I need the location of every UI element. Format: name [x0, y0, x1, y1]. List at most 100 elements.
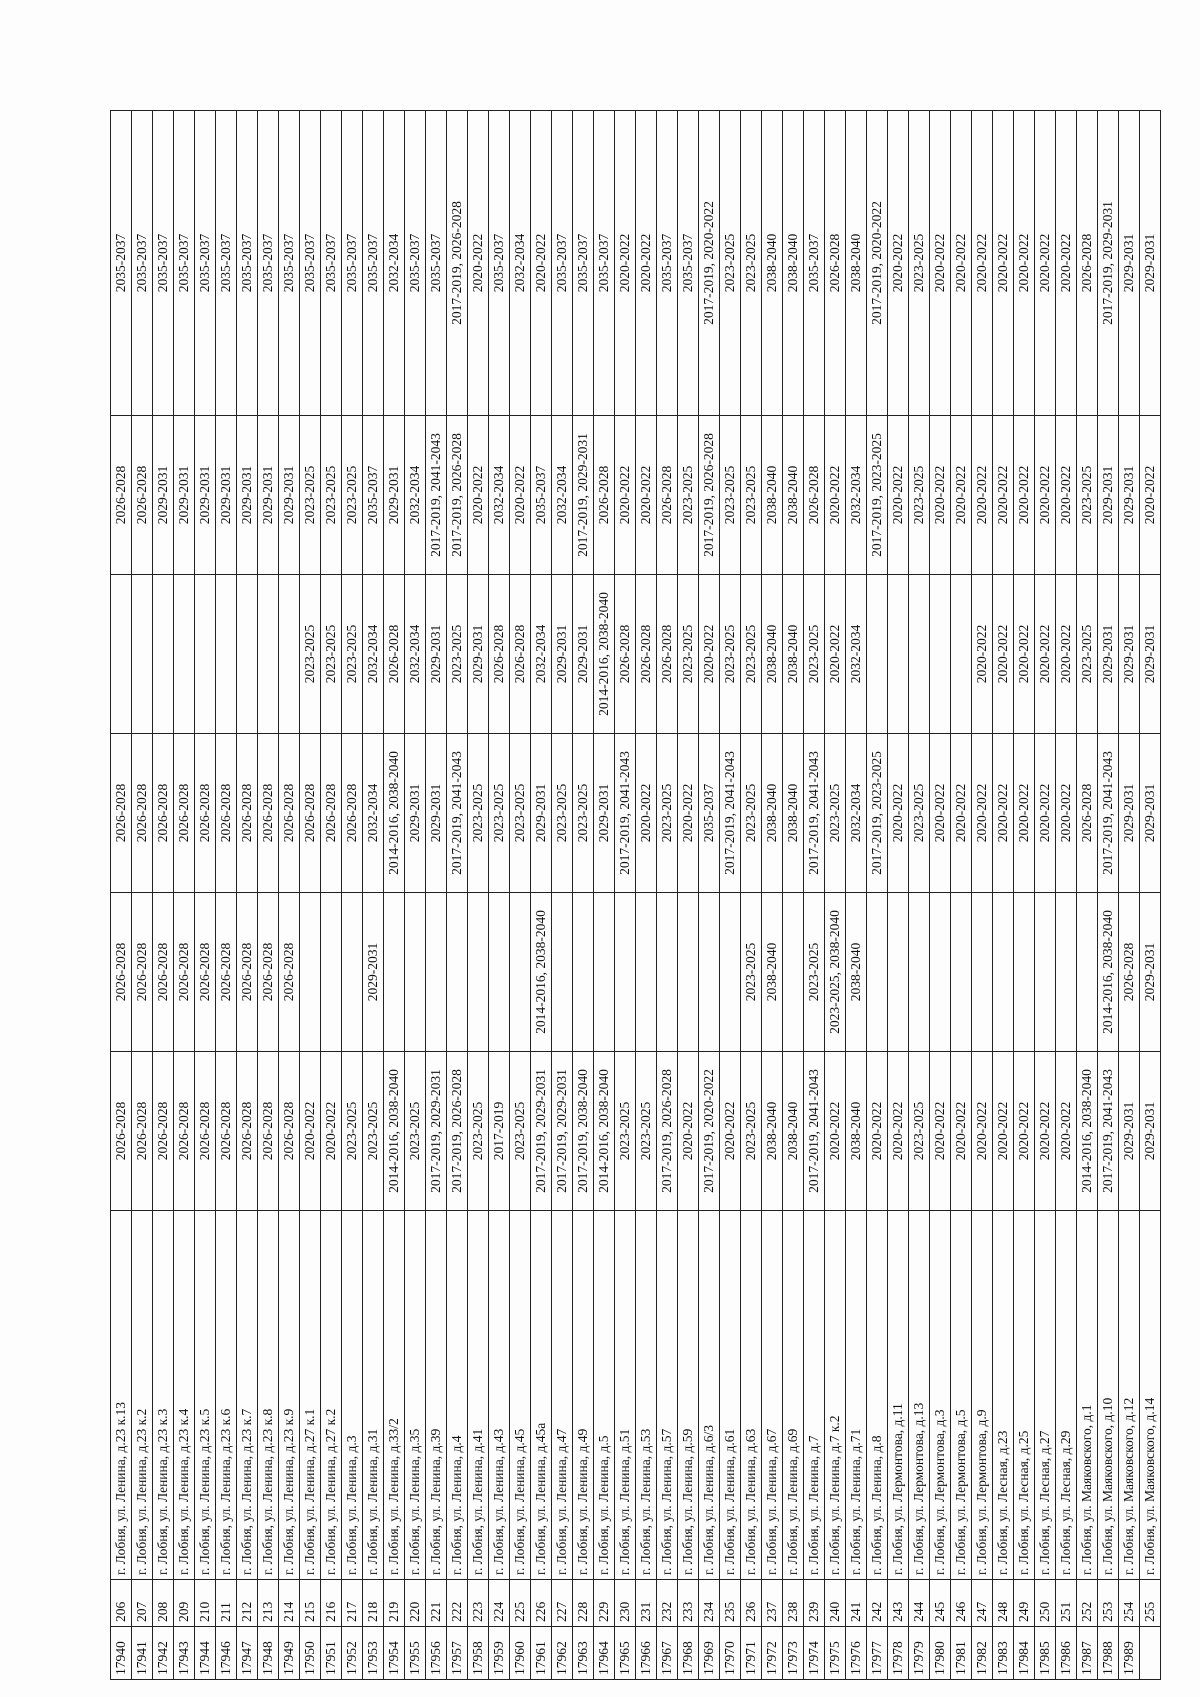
period-cell-5: 2032-2034: [551, 415, 573, 575]
period-cell-4: 2032-2034: [530, 574, 552, 734]
period-cell-6: 2035-2037: [404, 110, 426, 416]
period-cell-4: 2023-2025: [446, 574, 468, 734]
period-cell-4: 2023-2025: [1076, 574, 1098, 734]
period-cell-5: 2026-2028: [110, 415, 132, 575]
period-cell-6: 2029-2031: [1118, 110, 1140, 416]
period-cell-2: [404, 892, 426, 1052]
period-cell-1: 2023-2025: [341, 1051, 363, 1211]
address-cell: г. Лобня, ул. Лермонтова, д.11: [887, 1210, 909, 1580]
address-cell: г. Лобня, ул. Маяковского, д.14: [1139, 1210, 1161, 1580]
period-cell-6: 2023-2025: [719, 110, 741, 416]
period-cell-4: 2029-2031: [572, 574, 594, 734]
record-id-cell: 17955: [404, 1626, 426, 1680]
address-cell: г. Лобня, ул. Ленина, д.7: [803, 1210, 825, 1580]
period-cell-5: 2029-2031: [236, 415, 258, 575]
period-cell-4: [110, 574, 132, 734]
address-cell: г. Лобня, ул. Маяковского, д.12: [1118, 1210, 1140, 1580]
record-id-cell: 17980: [929, 1626, 951, 1680]
period-cell-2: 2026-2028: [110, 892, 132, 1052]
period-cell-4: [950, 574, 972, 734]
period-cell-2: [992, 892, 1014, 1052]
period-cell-6: 2035-2037: [677, 110, 699, 416]
period-cell-6: 2035-2037: [362, 110, 384, 416]
period-cell-6: 2020-2022: [992, 110, 1014, 416]
period-cell-1: 2017-2019, 2038-2040: [572, 1051, 594, 1211]
period-cell-5: 2026-2028: [593, 415, 615, 575]
record-id-cell: 17976: [845, 1626, 867, 1680]
period-cell-4: 2020-2022: [1034, 574, 1056, 734]
address-cell: г. Лобня, ул. Ленина, д.33/2: [383, 1210, 405, 1580]
row-number-cell: 240: [824, 1579, 846, 1627]
period-cell-1: 2026-2028: [236, 1051, 258, 1211]
record-id-cell: 17981: [950, 1626, 972, 1680]
address-cell: г. Лобня, ул. Лермонтова, д.13: [908, 1210, 930, 1580]
period-cell-4: 2029-2031: [1118, 574, 1140, 734]
period-cell-3: 2026-2028: [131, 733, 153, 893]
period-cell-1: 2020-2022: [950, 1051, 972, 1211]
record-id-cell: 17953: [362, 1626, 384, 1680]
address-cell: г. Лобня, ул. Ленина, д.4: [446, 1210, 468, 1580]
period-cell-6: 2029-2031: [1139, 110, 1161, 416]
period-cell-5: 2029-2031: [257, 415, 279, 575]
period-cell-6: 2035-2037: [425, 110, 447, 416]
period-cell-2: 2029-2031: [1139, 892, 1161, 1052]
row-number-cell: 220: [404, 1579, 426, 1627]
period-cell-4: 2029-2031: [551, 574, 573, 734]
period-cell-6: 2035-2037: [341, 110, 363, 416]
period-cell-1: 2026-2028: [131, 1051, 153, 1211]
record-id-cell: 17947: [236, 1626, 258, 1680]
period-cell-3: 2026-2028: [299, 733, 321, 893]
period-cell-2: [551, 892, 573, 1052]
row-number-cell: 232: [656, 1579, 678, 1627]
period-cell-2: [887, 892, 909, 1052]
address-cell: г. Лобня, ул. Маяковского, д.1: [1076, 1210, 1098, 1580]
record-id-cell: [1139, 1626, 1161, 1680]
address-cell: г. Лобня, ул. Ленина, д.41: [467, 1210, 489, 1580]
period-cell-4: [887, 574, 909, 734]
record-id-cell: 17969: [698, 1626, 720, 1680]
record-id-cell: 17965: [614, 1626, 636, 1680]
record-id-cell: 17942: [152, 1626, 174, 1680]
period-cell-2: [446, 892, 468, 1052]
period-cell-3: 2017-2019, 2041-2043: [1097, 733, 1119, 893]
period-cell-6: 2020-2022: [530, 110, 552, 416]
row-number-cell: 239: [803, 1579, 825, 1627]
row-number-cell: 230: [614, 1579, 636, 1627]
period-cell-2: 2038-2040: [761, 892, 783, 1052]
period-cell-5: 2023-2025: [320, 415, 342, 575]
period-cell-3: 2026-2028: [236, 733, 258, 893]
record-id-cell: 17972: [761, 1626, 783, 1680]
period-cell-4: [131, 574, 153, 734]
period-cell-6: 2035-2037: [803, 110, 825, 416]
record-id-cell: 17977: [866, 1626, 888, 1680]
row-number-cell: 217: [341, 1579, 363, 1627]
row-number-cell: 255: [1139, 1579, 1161, 1627]
period-cell-3: 2020-2022: [887, 733, 909, 893]
period-cell-1: 2029-2031: [1118, 1051, 1140, 1211]
row-number-cell: 215: [299, 1579, 321, 1627]
period-cell-3: 2020-2022: [1055, 733, 1077, 893]
period-cell-4: 2020-2022: [1013, 574, 1035, 734]
period-cell-3: 2026-2028: [152, 733, 174, 893]
period-cell-4: 2026-2028: [614, 574, 636, 734]
period-cell-1: 2023-2025: [908, 1051, 930, 1211]
period-cell-3: 2023-2025: [740, 733, 762, 893]
row-number-cell: 206: [110, 1579, 132, 1627]
period-cell-5: 2035-2037: [530, 415, 552, 575]
period-cell-6: 2020-2022: [635, 110, 657, 416]
row-number-cell: 250: [1034, 1579, 1056, 1627]
period-cell-5: 2032-2034: [404, 415, 426, 575]
period-cell-3: 2023-2025: [488, 733, 510, 893]
address-cell: г. Лобня, ул. Ленина, д.6/3: [698, 1210, 720, 1580]
period-cell-1: 2017-2019, 2041-2043: [1097, 1051, 1119, 1211]
period-cell-5: 2020-2022: [1139, 415, 1161, 575]
